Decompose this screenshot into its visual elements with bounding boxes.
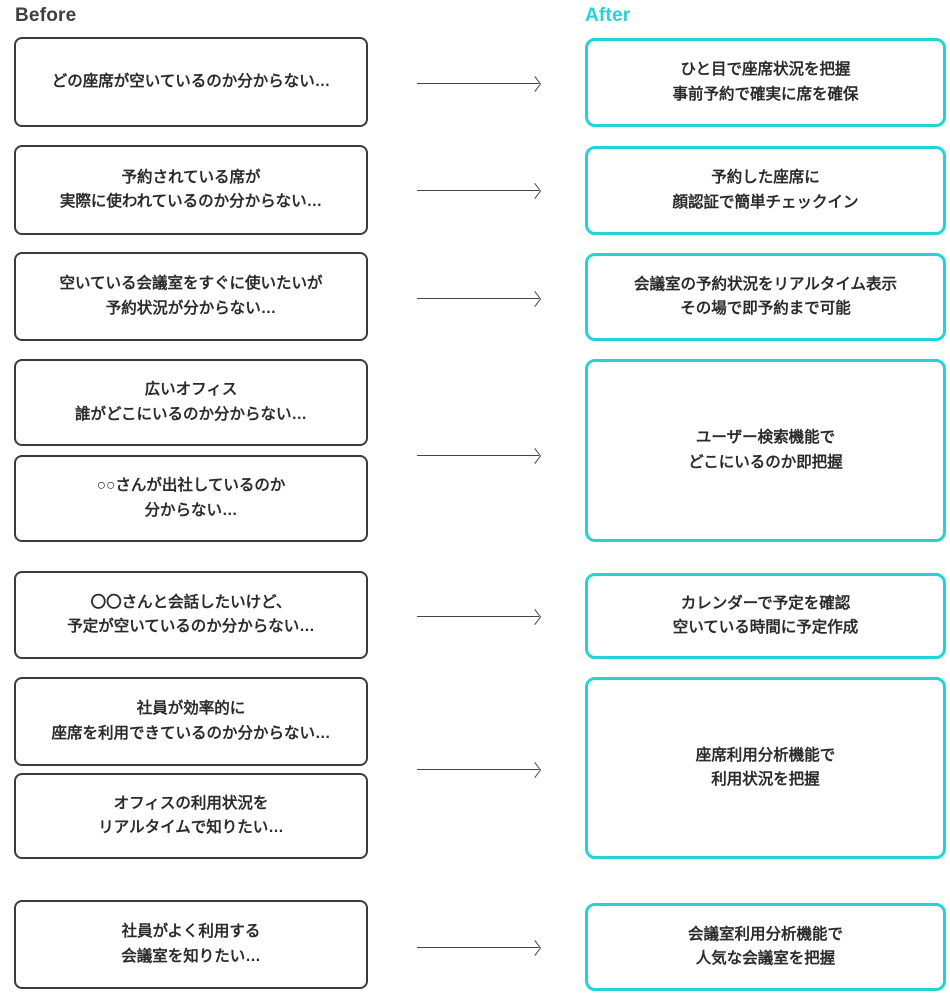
before-box-9-text: 社員がよく利用する 会議室を知りたい… xyxy=(121,923,261,965)
after-box-1-text: ひと目で座席状況を把握 事前予約で確実に席を確保 xyxy=(672,61,859,103)
after-column-header: After xyxy=(585,5,631,26)
before-box-6: 〇〇さんと会話したいけど、 予定が空いているのか分からない… xyxy=(14,571,368,659)
before-box-2: 予約されている席が 実際に使われているのか分からない… xyxy=(14,145,368,235)
before-box-7: 社員が効率的に 座席を利用できているのか分からない… xyxy=(14,677,368,766)
before-box-9: 社員がよく利用する 会議室を知りたい… xyxy=(14,900,368,989)
after-box-6-text: 座席利用分析機能で 利用状況を把握 xyxy=(695,746,836,788)
before-box-6-text: 〇〇さんと会話したいけど、 予定が空いているのか分からない… xyxy=(67,593,315,635)
after-box-3: 会議室の予約状況をリアルタイム表示 その場で即予約まで可能 xyxy=(585,253,946,341)
after-box-7: 会議室利用分析機能で 人気な会議室を把握 xyxy=(585,903,946,991)
after-box-7-text: 会議室利用分析機能で 人気な会議室を把握 xyxy=(687,925,843,967)
arrow-right-icon xyxy=(417,769,539,770)
before-box-5-text: ○○さんが出社しているのか 分からない… xyxy=(96,477,286,519)
after-box-4-text: ユーザー検索機能で どこにいるのか即把握 xyxy=(688,429,843,471)
before-box-1-text: どの座席が空いているのか分からない… xyxy=(51,72,331,90)
after-box-1: ひと目で座席状況を把握 事前予約で確実に席を確保 xyxy=(585,38,946,127)
after-box-2: 予約した座席に 顔認証で簡単チェックイン xyxy=(585,146,946,235)
after-box-6: 座席利用分析機能で 利用状況を把握 xyxy=(585,677,946,859)
before-column-header: Before xyxy=(15,5,77,26)
after-box-4: ユーザー検索機能で どこにいるのか即把握 xyxy=(585,359,946,542)
before-box-8-text: オフィスの利用状況を リアルタイムで知りたい… xyxy=(98,794,284,836)
before-box-8: オフィスの利用状況を リアルタイムで知りたい… xyxy=(14,773,368,859)
before-box-2-text: 予約されている席が 実際に使われているのか分からない… xyxy=(59,168,323,210)
before-box-1: どの座席が空いているのか分からない… xyxy=(14,37,368,127)
arrow-right-icon xyxy=(417,190,539,191)
before-box-4: 広いオフィス 誰がどこにいるのか分からない… xyxy=(14,359,368,446)
after-box-2-text: 予約した座席に 顔認証で簡単チェックイン xyxy=(672,169,859,211)
after-box-3-text: 会議室の予約状況をリアルタイム表示 その場で即予約まで可能 xyxy=(633,275,898,317)
after-box-5: カレンダーで予定を確認 空いている時間に予定作成 xyxy=(585,573,946,659)
before-box-7-text: 社員が効率的に 座席を利用できているのか分からない… xyxy=(51,700,331,742)
arrow-right-icon xyxy=(417,455,539,456)
arrow-right-icon xyxy=(417,83,539,84)
before-box-3-text: 空いている会議室をすぐに使いたいが 予約状況が分からない… xyxy=(59,275,323,317)
arrow-right-icon xyxy=(417,616,539,617)
before-box-3: 空いている会議室をすぐに使いたいが 予約状況が分からない… xyxy=(14,252,368,341)
arrow-right-icon xyxy=(417,947,539,948)
after-box-5-text: カレンダーで予定を確認 空いている時間に予定作成 xyxy=(672,594,859,636)
arrow-right-icon xyxy=(417,298,539,299)
before-box-4-text: 広いオフィス 誰がどこにいるのか分からない… xyxy=(74,381,308,423)
before-box-5: ○○さんが出社しているのか 分からない… xyxy=(14,455,368,542)
